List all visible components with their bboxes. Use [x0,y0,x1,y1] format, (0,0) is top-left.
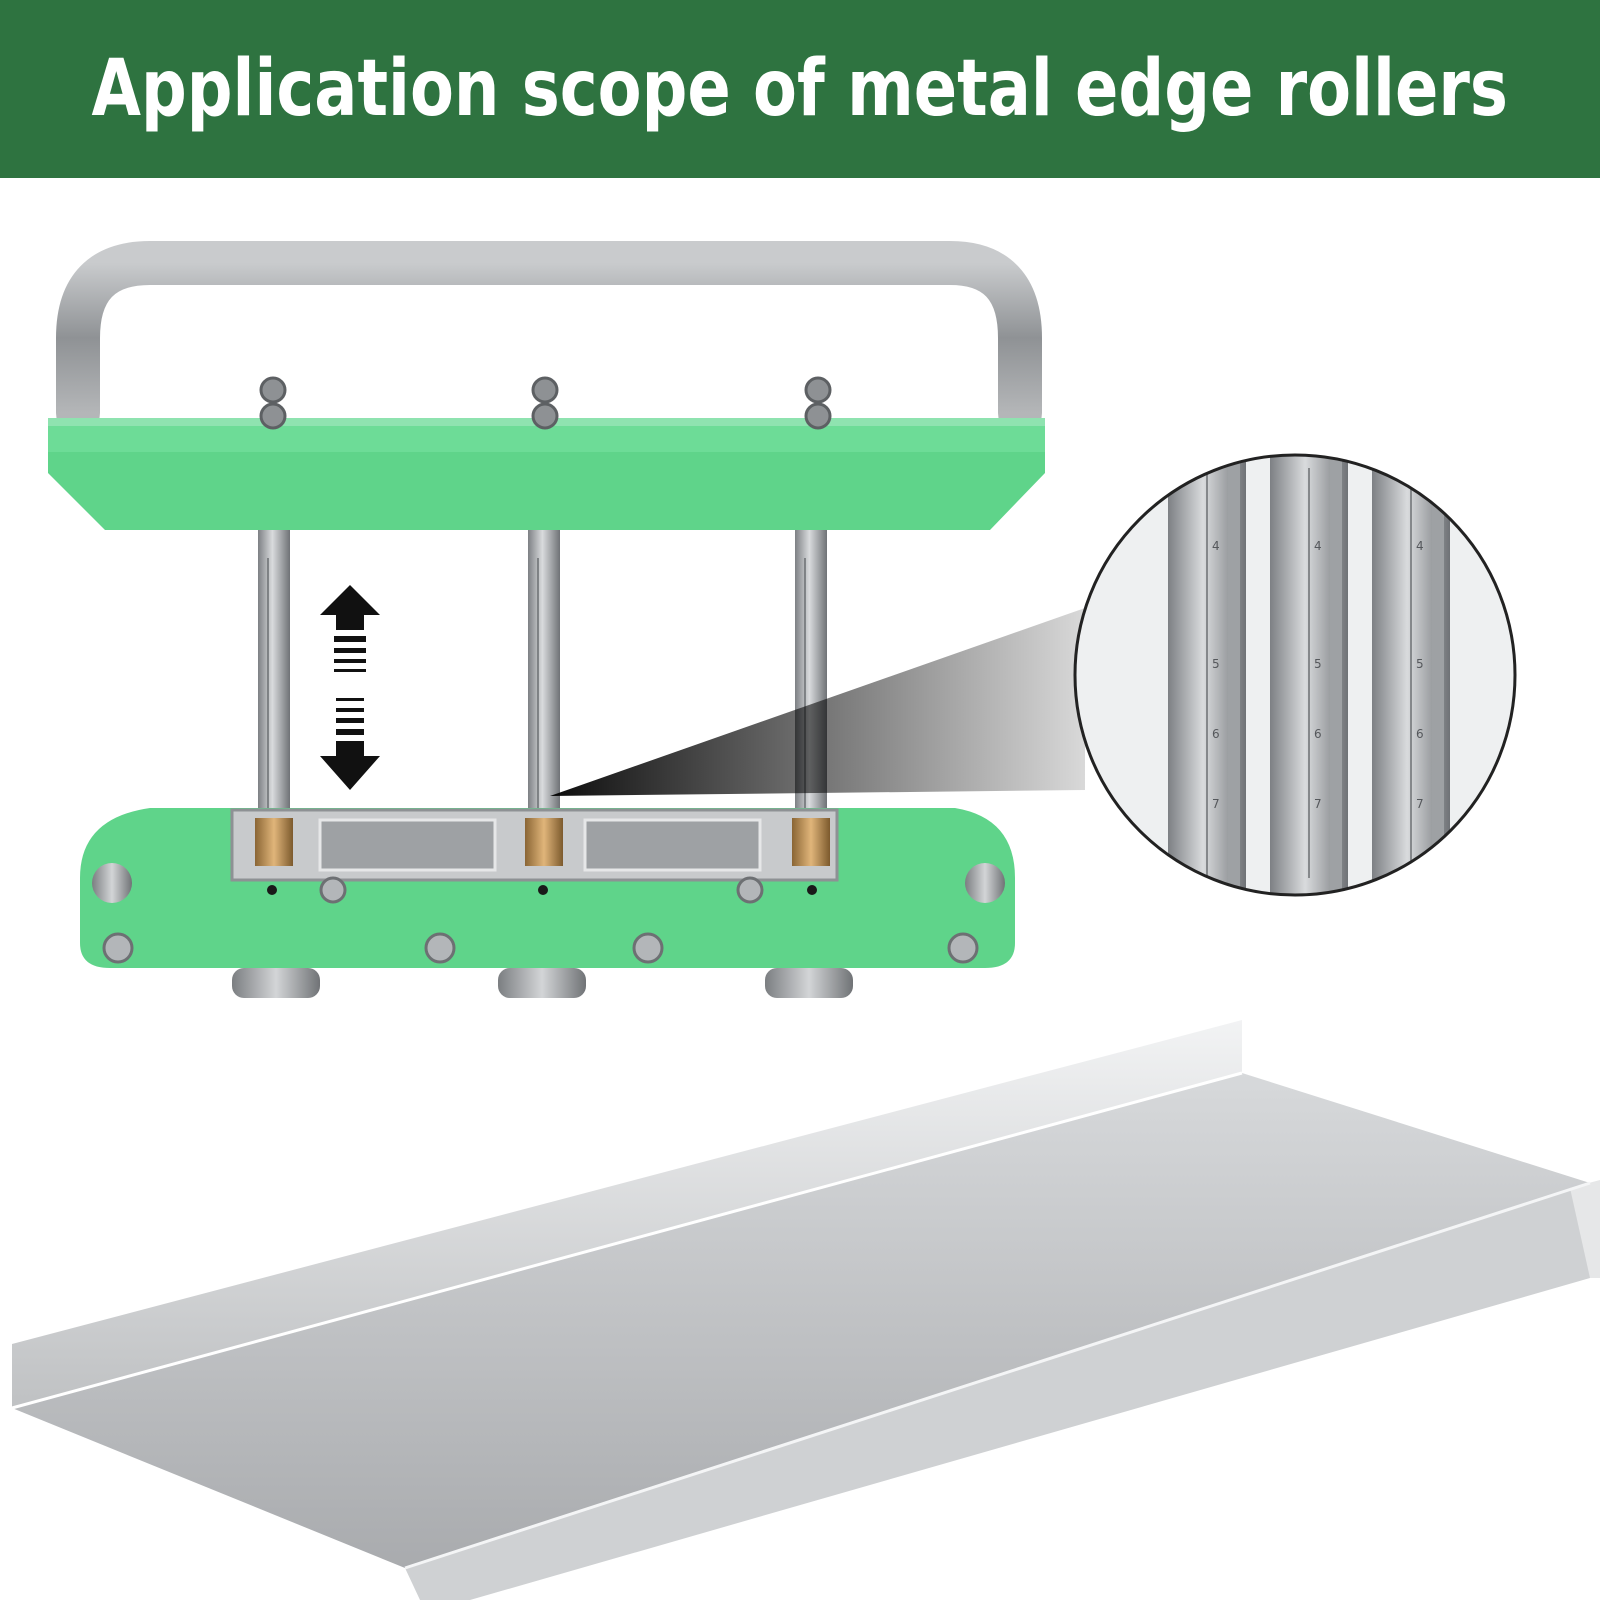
top-plate [48,376,1045,530]
svg-text:6: 6 [1416,727,1424,741]
zoom-beam [550,608,1085,796]
svg-text:5: 5 [1212,657,1220,671]
page-title: Application scope of metal edge rollers [91,44,1509,134]
svg-text:4: 4 [1212,539,1220,553]
zoom-scale-digits: 4 5 6 7 4 5 6 7 4 5 6 7 [1212,539,1424,811]
svg-text:5: 5 [1314,657,1322,671]
handle [56,241,1042,435]
product-illustration: 4 5 6 7 4 5 6 7 4 5 6 7 [11,241,1600,1600]
roller-body [80,808,1015,998]
svg-text:6: 6 [1212,727,1220,741]
body-bolts [102,876,979,964]
metal-sheet [11,1020,1600,1600]
svg-text:4: 4 [1416,539,1424,553]
zoom-circle: 4 5 6 7 4 5 6 7 4 5 6 7 [1073,453,1517,897]
svg-text:5: 5 [1416,657,1424,671]
product-scene: 4 5 6 7 4 5 6 7 4 5 6 7 [0,178,1600,1600]
svg-text:6: 6 [1314,727,1322,741]
svg-text:7: 7 [1314,797,1322,811]
svg-text:7: 7 [1416,797,1424,811]
svg-text:4: 4 [1314,539,1322,553]
svg-text:7: 7 [1212,797,1220,811]
title-banner: Application scope of metal edge rollers [0,0,1600,178]
top-screws [259,376,832,430]
scale-rods [258,530,827,830]
double-vertical-arrow-icon [320,585,380,790]
